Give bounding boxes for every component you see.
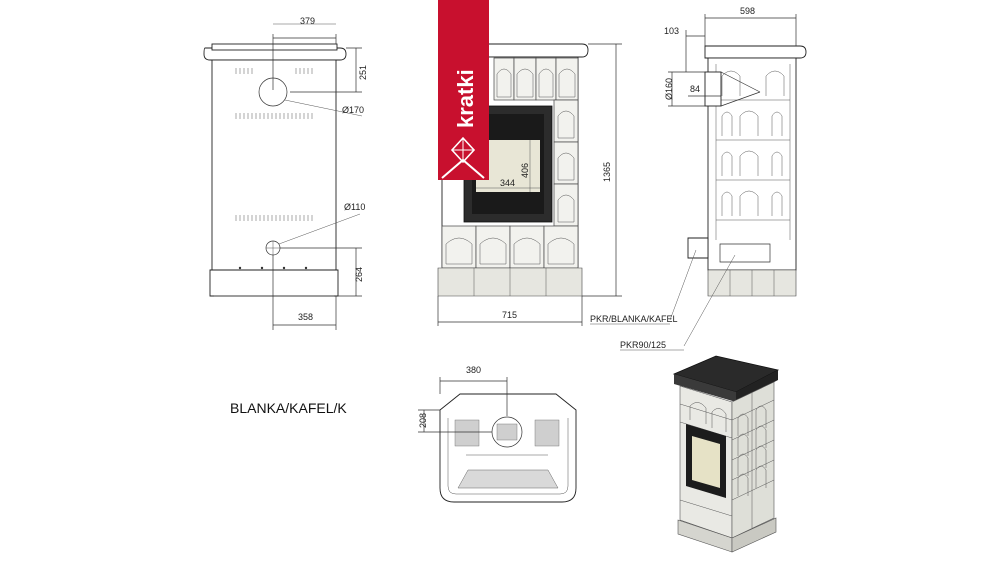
dim-back-top-height: 251 (358, 65, 368, 80)
top-view-drawing: 380 208 (418, 365, 577, 503)
dim-top-width: 380 (466, 365, 481, 375)
dim-front-glass-height: 406 (520, 163, 530, 178)
dim-back-bottom-height: 264 (354, 267, 364, 282)
dim-front-glass-width: 344 (500, 178, 515, 188)
brand-name: kratki (453, 69, 478, 128)
dim-back-flue-bottom: Ø110 (344, 202, 365, 212)
label-pkr-stove: PKR/BLANKA/KAFEL (590, 314, 678, 324)
dim-front-width: 715 (502, 310, 517, 320)
side-view-drawing: 598 103 Ø160 84 PKR/BLANKA/KAFEL PKR90/1… (590, 6, 807, 351)
dim-side-depth: 598 (740, 6, 755, 16)
dim-top-depth: 208 (418, 413, 428, 428)
dim-side-flue-depth: 84 (690, 84, 700, 94)
label-pkr-adapter: PKR90/125 (620, 340, 666, 350)
dim-back-top-width: 379 (300, 16, 315, 26)
back-view-drawing: 379 251 Ø170 Ø110 264 358 (203, 16, 368, 330)
dim-side-flue: Ø160 (664, 78, 674, 100)
model-label: BLANKA/KAFEL/K (230, 400, 347, 416)
kratki-logo: kratki (438, 0, 489, 180)
dim-back-flue-top: Ø170 (342, 105, 364, 115)
dim-side-offset: 103 (664, 26, 679, 36)
stove-3d-render (672, 355, 780, 553)
dim-front-height: 1365 (602, 162, 612, 182)
dim-back-bottom-width: 358 (298, 312, 313, 322)
